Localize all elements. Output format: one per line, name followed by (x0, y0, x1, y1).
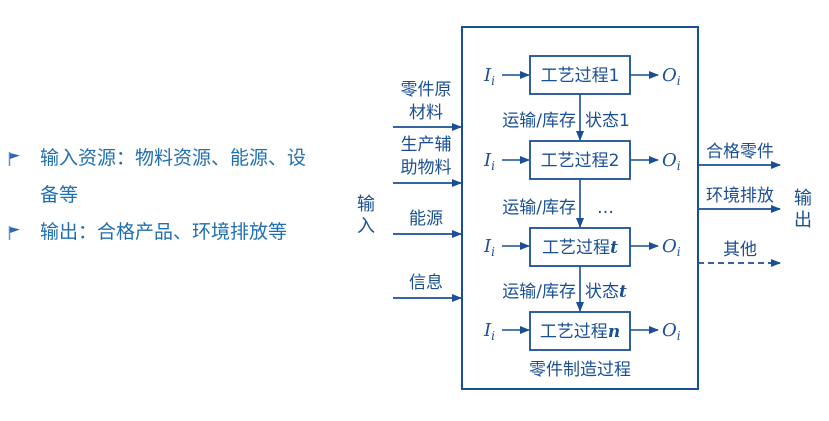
inputs-label-char2: 入 (357, 216, 375, 237)
process-n-label: 工艺过程n (540, 322, 620, 342)
bullet-text-line2: 备等 (40, 184, 79, 206)
transition2-ellipsis: … (597, 198, 614, 218)
inputs-label-char1: 输 (357, 194, 375, 215)
outer-frame (461, 26, 699, 390)
outputs-label-char2: 出 (794, 210, 812, 231)
process-t-input-symbol: Ii (483, 236, 495, 259)
bullet-outputs: 输出：合格产品、环境排放等 (8, 214, 358, 251)
flag-icon (8, 226, 20, 240)
process-t-label: 工艺过程t (542, 238, 618, 258)
process-n-input-symbol: Ii (483, 320, 495, 343)
process-n-output-symbol: Oi (662, 320, 681, 343)
input-label-information: 信息 (409, 273, 443, 293)
transition3-left-label: 运输/库存 (502, 282, 576, 302)
input-label-part-material-2: 材料 (409, 103, 443, 123)
bullet-input-resources: 输入资源：物料资源、能源、设 备等 (8, 140, 358, 214)
input-label-production-aux-2: 助物料 (401, 158, 452, 178)
bullet-text-line1: 输入资源：物料资源、能源、设 (40, 147, 307, 169)
outputs-label-char1: 输 (794, 188, 812, 209)
bullet-text: 输出：合格产品、环境排放等 (40, 221, 288, 243)
transition3-right-label: 状态t (585, 282, 627, 302)
process2-label: 工艺过程2 (541, 151, 620, 171)
transition2-left-label: 运输/库存 (502, 198, 576, 218)
process2-input-symbol: Ii (483, 150, 495, 173)
bullet-list: 输入资源：物料资源、能源、设 备等 输出：合格产品、环境排放等 (8, 140, 358, 251)
output-label-other: 其他 (723, 240, 757, 260)
process2-output-symbol: Oi (662, 150, 681, 173)
process1-output-symbol: Oi (662, 65, 681, 88)
output-label-env-emission: 环境排放 (706, 186, 774, 206)
transition1-right-label: 状态1 (585, 111, 630, 131)
process-n-box (529, 311, 631, 351)
transition1-left-label: 运输/库存 (502, 111, 576, 131)
process1-label: 工艺过程1 (541, 66, 620, 86)
process1-input-symbol: Ii (483, 65, 495, 88)
input-label-part-material-1: 零件原 (401, 80, 452, 100)
flag-icon (8, 152, 20, 166)
input-label-energy: 能源 (409, 209, 443, 229)
input-label-production-aux-1: 生产辅 (401, 135, 452, 155)
process-t-box (529, 227, 631, 267)
process1-box (529, 55, 631, 95)
output-label-qualified-parts: 合格零件 (706, 142, 774, 162)
diagram-caption: 零件制造过程 (529, 360, 631, 380)
process-t-output-symbol: Oi (662, 236, 681, 259)
